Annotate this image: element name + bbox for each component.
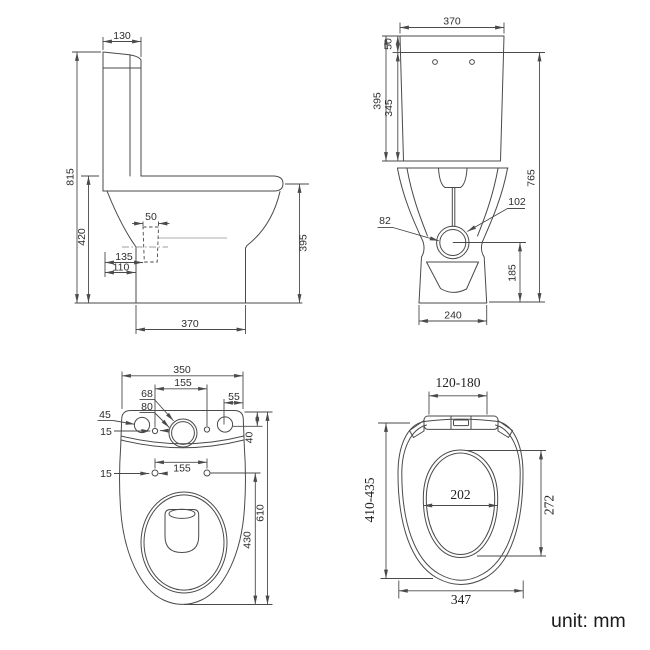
top-hole-right <box>203 426 211 433</box>
top-hole-left <box>151 427 159 435</box>
flush-funnel <box>438 168 468 188</box>
dim-fixing-depth: 135 <box>115 251 133 263</box>
seat-slab <box>102 175 284 192</box>
flush-pipe <box>451 187 456 227</box>
dim-outlet-inner-dia: 82 <box>379 215 391 227</box>
bowl-inner-right <box>477 168 499 237</box>
dim-tank-height: 395 <box>372 92 384 110</box>
dim-top-width: 350 <box>173 364 191 376</box>
bowl-rim-inner <box>143 494 225 591</box>
hinge-wing-right <box>497 420 513 438</box>
dim-total-height: 815 <box>65 168 77 186</box>
tank-outline <box>399 35 505 162</box>
dim-tank-depth: 130 <box>113 30 131 42</box>
dim-opening-length: 272 <box>542 495 557 515</box>
fixing-hole-right <box>203 469 211 477</box>
dim-top-hole-dia: 15 <box>100 426 112 438</box>
dim-outlet-center-height: 185 <box>507 264 519 282</box>
sump-outline <box>164 509 200 553</box>
hinge-bar <box>423 415 499 430</box>
seat-view: 120-180 410-435 202 272 347 <box>362 375 557 607</box>
dim-back-offset: 40 <box>244 432 256 444</box>
hinge-dividers <box>450 415 472 430</box>
dim-flush-hole-outer: 80 <box>141 401 153 413</box>
seat-view-outline <box>397 415 524 585</box>
seat-outer <box>397 421 524 585</box>
dim-outlet-outer-dia: 102 <box>508 196 526 208</box>
top-view-outline <box>119 410 246 605</box>
dim-total-length: 610 <box>255 504 267 522</box>
outlet-dashed-box <box>142 226 159 263</box>
opening-inner <box>425 452 496 555</box>
unit-label: unit: mm <box>551 610 626 632</box>
shelf-front-arc-1 <box>120 435 245 445</box>
dim-front-total-height: 765 <box>526 169 538 187</box>
dim-corner-offset: 55 <box>228 391 240 403</box>
fixing-hole-left <box>151 469 159 477</box>
shelf-front-arc-2 <box>120 439 245 449</box>
spare-hole <box>216 416 234 433</box>
button-hole-left <box>432 59 438 65</box>
dim-seat-width: 347 <box>451 592 472 607</box>
bowl-right-profile <box>245 191 281 304</box>
opening-outer <box>422 449 499 558</box>
dim-fixing-hole-dia: 15 <box>100 468 112 480</box>
side-view-outline <box>74 51 303 304</box>
dim-lid-height: 50 <box>383 38 395 50</box>
front-view-outline <box>397 35 526 304</box>
dim-seat-length-range: 410-435 <box>362 477 377 522</box>
dim-top-hole-spacing: 155 <box>174 377 192 389</box>
side-view-dimensions: 130 815 420 395 50 135 110 370 <box>65 30 310 334</box>
dim-tank-body-height: 345 <box>383 99 395 117</box>
dim-bowl-height: 420 <box>76 228 88 246</box>
flush-hole-outer <box>168 418 198 448</box>
top-view: 350 155 68 80 55 45 15 40 610 <box>97 364 273 605</box>
flush-hole-inner <box>171 421 195 445</box>
bowl-inner-left <box>406 168 428 237</box>
sump-water-line <box>168 508 196 519</box>
dim-trap-offset: 110 <box>113 262 130 274</box>
dim-bowl-front-length: 430 <box>242 531 254 549</box>
seat-inner-edge <box>401 424 521 581</box>
seat-view-dimensions: 120-180 410-435 202 272 347 <box>362 375 557 607</box>
dim-opening-width: 202 <box>450 487 470 502</box>
trapway-cutout <box>426 261 479 293</box>
dim-tank-width: 370 <box>443 16 461 28</box>
dim-base-depth: 370 <box>181 318 199 330</box>
dim-rim-height: 395 <box>298 234 310 252</box>
dim-flush-hole-inner: 68 <box>141 388 153 400</box>
hinge-wing-left <box>409 420 425 438</box>
bowl-rim-outer <box>140 491 228 594</box>
bowl-outer-right <box>480 168 508 304</box>
front-view: 370 50 395 345 765 185 82 102 240 <box>372 16 545 325</box>
front-view-dimensions: 370 50 395 345 765 185 82 102 240 <box>372 16 545 325</box>
dim-fixing-hole-spacing: 155 <box>173 463 191 475</box>
seat-outer-top <box>423 418 499 422</box>
inlet-hole <box>133 416 151 434</box>
hinge-center-tab <box>453 419 469 427</box>
dim-base-width: 240 <box>444 310 462 322</box>
tank-top-edge <box>102 51 142 61</box>
dim-fixing-width: 50 <box>145 211 157 223</box>
bowl-outer-left <box>397 168 425 304</box>
side-view: 130 815 420 395 50 135 110 370 <box>65 30 310 334</box>
dim-hinge-width-range: 120-180 <box>436 375 481 390</box>
button-hole-right <box>469 59 475 65</box>
top-view-dimensions: 350 155 68 80 55 45 15 40 610 <box>97 364 273 605</box>
dim-inlet-hole-dia: 45 <box>99 409 111 421</box>
